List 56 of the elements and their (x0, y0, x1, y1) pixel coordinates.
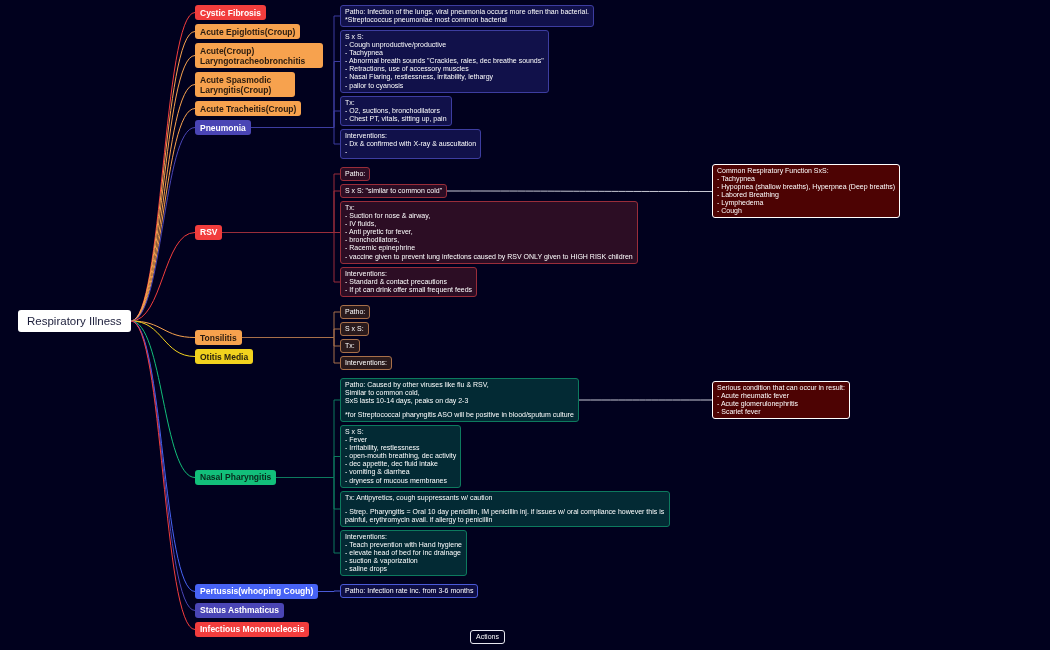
connector-line (578, 399, 713, 401)
topic-box (195, 24, 301, 39)
topic-box (195, 349, 254, 364)
note-card (340, 356, 393, 371)
note-card (340, 339, 360, 354)
note-card (340, 167, 371, 182)
note-card (340, 5, 594, 28)
topic-label: Nasal Pharyngitis (200, 472, 272, 482)
topic-label: Acute(Croup) Laryngotracheobronchitis (200, 45, 306, 66)
topic-label: Acute Spasmodic Laryngitis(Croup) (200, 74, 272, 95)
topic-box (195, 72, 295, 97)
central-topic (18, 309, 131, 332)
topic-box (195, 621, 310, 637)
connector-line (446, 190, 713, 192)
callout-card (712, 381, 850, 420)
topic-box (195, 120, 251, 135)
note-card (340, 267, 478, 298)
topic-box (195, 469, 277, 485)
note-card (340, 201, 638, 264)
note-card (340, 30, 549, 93)
topic-label: Pneumonia (200, 122, 246, 133)
note-card (340, 322, 369, 337)
topic-box (195, 43, 323, 68)
topic-label: Infectious Mononucleosis (200, 624, 305, 634)
note-card (340, 378, 579, 423)
central-topic-label: Respiratory Illness (27, 314, 122, 327)
note-card (340, 96, 452, 127)
topic-label: Tonsilitis (200, 332, 237, 343)
connector-line (130, 320, 196, 338)
topic-label: Otitis Media (200, 351, 249, 362)
topic-box (195, 602, 285, 618)
topic-box (195, 101, 302, 116)
connector-line (241, 337, 341, 364)
topic-box (195, 5, 266, 20)
note-card (340, 129, 482, 160)
note-card (340, 584, 479, 599)
topic-label: Pertussis(whooping Cough) (200, 586, 314, 596)
topic-label: RSV (200, 227, 218, 237)
connector-line (250, 127, 341, 145)
note-card (340, 184, 448, 199)
connector-line (130, 320, 196, 357)
note-card (340, 491, 670, 528)
connector-line (275, 477, 341, 554)
callout-card (712, 163, 901, 219)
topic-label: Status Asthmaticus (200, 605, 280, 615)
note-card (340, 530, 467, 577)
topic-label: Acute Epiglottis(Croup) (200, 26, 296, 37)
topic-label: Cystic Fibrosis (200, 7, 261, 18)
connector-line (221, 232, 341, 283)
note-card (340, 425, 462, 488)
topic-box (195, 583, 319, 599)
topic-box (195, 330, 242, 345)
topic-box (195, 224, 223, 240)
topic-label: Acute Tracheitis(Croup) (200, 103, 297, 114)
note-card (340, 305, 371, 320)
connector-line (317, 590, 341, 592)
